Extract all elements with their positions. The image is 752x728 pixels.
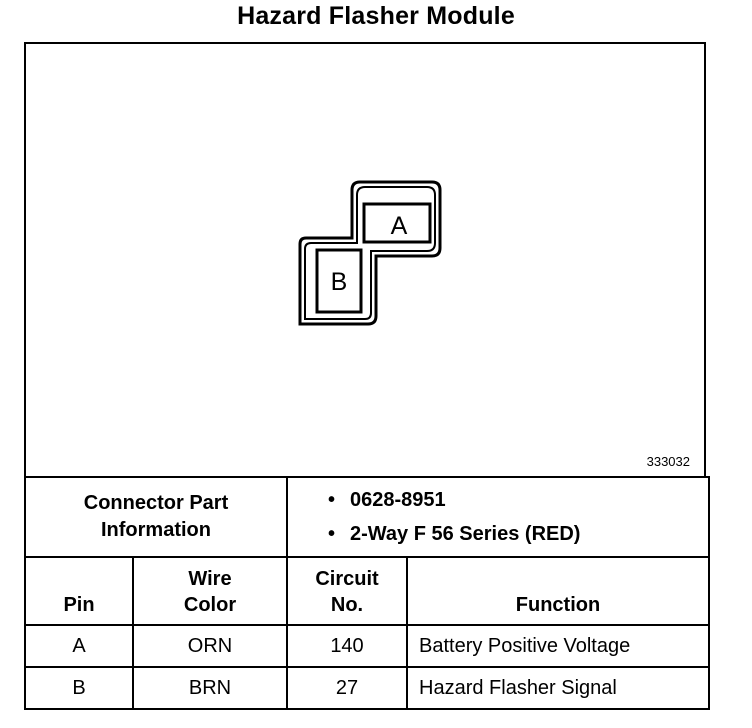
pin-cell: A bbox=[24, 624, 134, 668]
cavity-a bbox=[362, 202, 432, 244]
connector-part-label-line2: Information bbox=[101, 519, 211, 541]
function-cell: Hazard Flasher Signal bbox=[405, 666, 711, 710]
wire-color-cell: ORN bbox=[132, 624, 288, 668]
table-row: B BRN 27 Hazard Flasher Signal bbox=[24, 666, 711, 710]
connector-part-label-line1: Connector Part bbox=[83, 492, 229, 514]
function-cell: Battery Positive Voltage bbox=[405, 624, 711, 668]
connector-face-drawing: A B bbox=[298, 180, 442, 326]
drawing-id: 333032 bbox=[646, 454, 690, 469]
cavity-b-label: B bbox=[331, 268, 348, 296]
connector-part-item: •0628-8951 bbox=[328, 489, 446, 511]
circuit-cell: 140 bbox=[286, 624, 408, 668]
connector-part-row: Connector Part Information •0628-8951 •2… bbox=[24, 476, 711, 558]
page-title: Hazard Flasher Module bbox=[237, 2, 515, 30]
cavity-b bbox=[315, 248, 363, 314]
header-wire-color: Wire Color bbox=[132, 556, 288, 626]
table-row: A ORN 140 Battery Positive Voltage bbox=[24, 624, 711, 668]
circuit-cell: 27 bbox=[286, 666, 408, 710]
wire-color-cell: BRN bbox=[132, 666, 288, 710]
header-function: Function bbox=[405, 556, 711, 626]
cavity-a-label: A bbox=[391, 212, 408, 240]
pin-cell: B bbox=[24, 666, 134, 710]
connector-outline-outer bbox=[298, 180, 442, 326]
header-circuit: Circuit No. bbox=[286, 556, 408, 626]
table-header-row: Pin Wire Color Circuit No. Function bbox=[24, 556, 711, 626]
connector-part-label: Connector Part Information bbox=[24, 476, 288, 558]
connector-diagram: A B 333032 bbox=[24, 42, 706, 476]
connector-part-item: •2-Way F 56 Series (RED) bbox=[328, 523, 581, 545]
connector-outline-inner bbox=[304, 186, 436, 320]
connector-table: Connector Part Information •0628-8951 •2… bbox=[24, 476, 711, 710]
connector-part-values: •0628-8951 •2-Way F 56 Series (RED) bbox=[285, 476, 711, 558]
header-pin: Pin bbox=[24, 556, 134, 626]
